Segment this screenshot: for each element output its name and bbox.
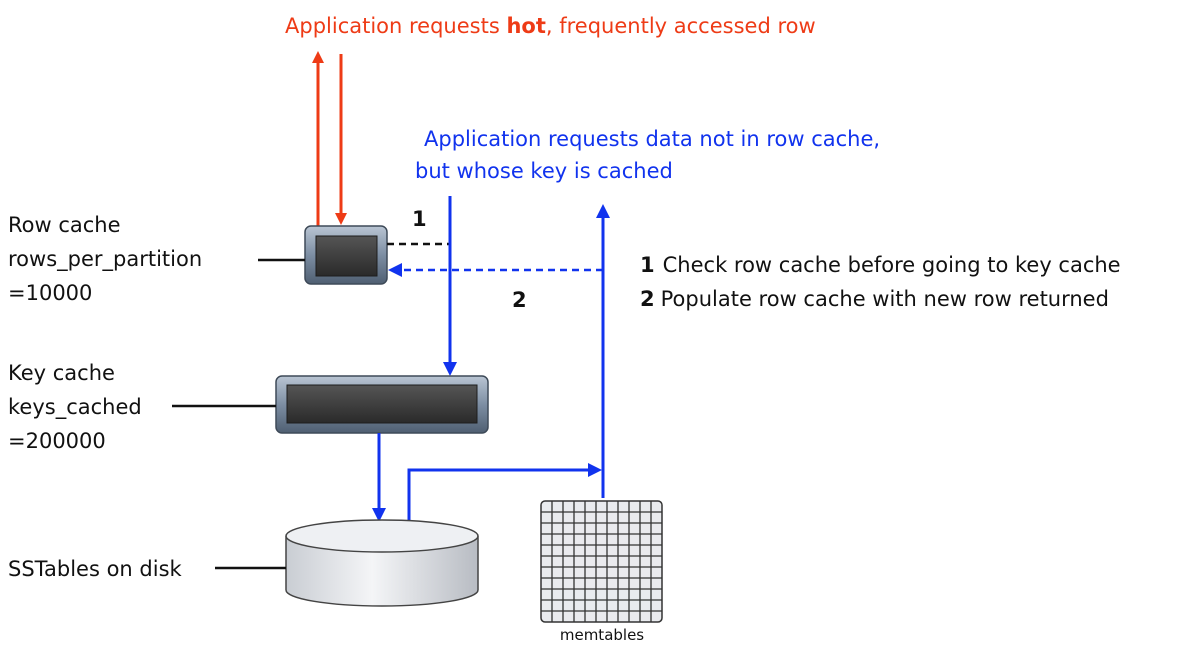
key-cache-label: Key cache: [8, 361, 115, 385]
cached-key-request-note-line2: but whose key is cached: [415, 159, 673, 183]
row-cache-device: [304, 225, 388, 285]
step1-marker: 1: [412, 207, 427, 231]
key-cache-device: [275, 375, 489, 434]
keys-cached-value: =200000: [8, 429, 106, 453]
hot-row-request-title: Application requests hot, frequently acc…: [285, 14, 816, 38]
cached-key-request-note-line1: Application requests data not in row cac…: [424, 127, 880, 151]
sstables-to-return-arrow: [407, 463, 602, 520]
memtables-label: memtables: [560, 626, 644, 644]
step2-marker: 2: [512, 288, 527, 312]
sstables-label: SSTables on disk: [8, 557, 183, 581]
rows-per-partition-value: =10000: [8, 281, 92, 305]
keys-cached-label: keys_cached: [8, 395, 142, 420]
memtables-grid-icon: [540, 500, 663, 623]
row-cache-label: Row cache: [8, 213, 121, 237]
rows-per-partition-label: rows_per_partition: [8, 247, 202, 272]
sstables-disk-icon: [285, 519, 479, 607]
